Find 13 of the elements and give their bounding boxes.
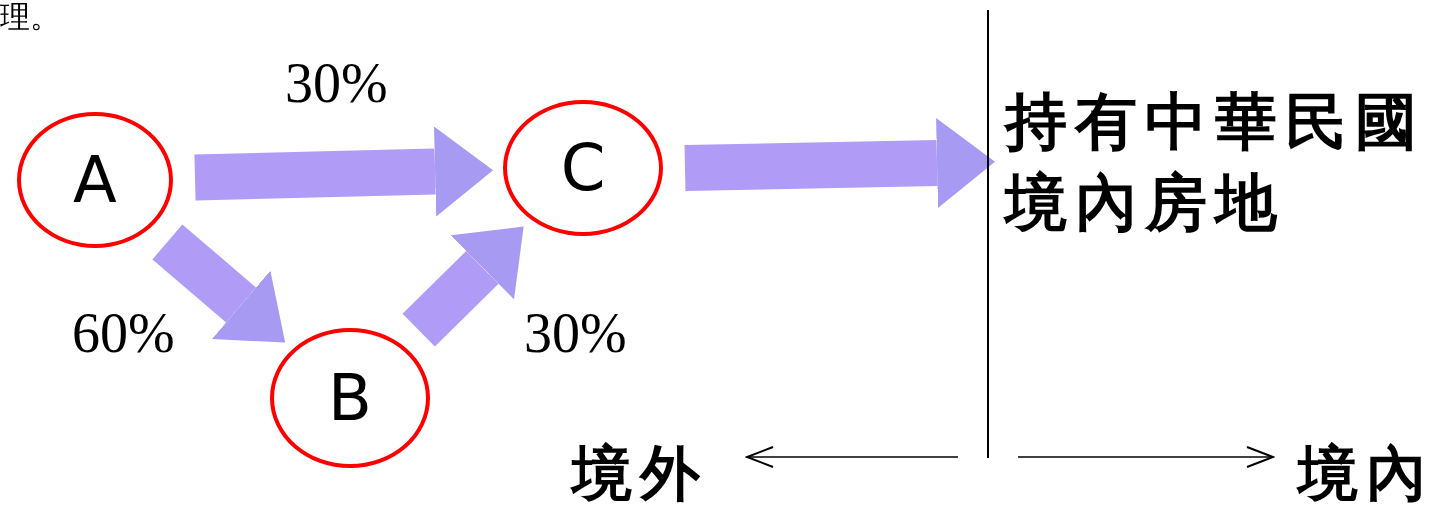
block-arrow (684, 118, 995, 208)
arrow (746, 446, 959, 468)
block-arrow (152, 224, 286, 343)
node-text: 境外 (572, 440, 722, 505)
block-arrow (194, 126, 494, 217)
text-fragment: 理。 (0, 2, 60, 32)
node-text: 境內 (1298, 440, 1451, 505)
ellipse-node: B (270, 328, 430, 468)
block-arrow (402, 226, 524, 347)
arrow (1017, 446, 1274, 468)
node-text: 持有中華民國境內房地 (1005, 78, 1451, 248)
ellipse-node: A (17, 112, 173, 248)
ellipse-node: C (503, 100, 663, 236)
